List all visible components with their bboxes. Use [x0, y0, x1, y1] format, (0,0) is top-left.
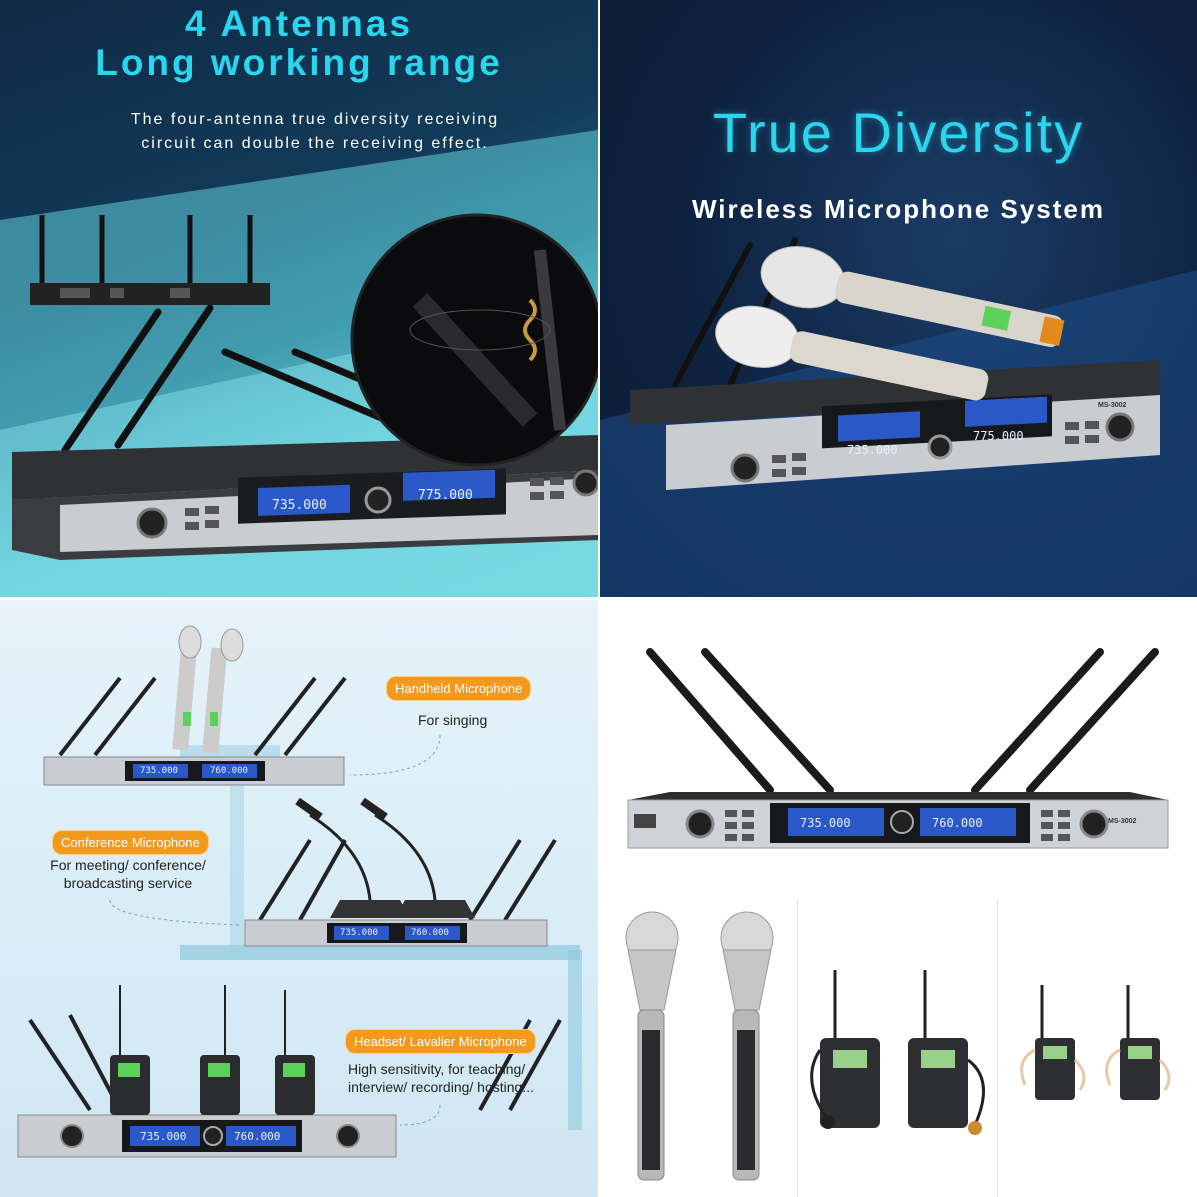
divider-horizontal [0, 597, 1197, 600]
panel1-title-line2: Long working range [95, 42, 503, 83]
panel2-model-label: MS-3002 [1098, 402, 1127, 409]
panel3-lcd-bottom-right: 760.000 [234, 1130, 281, 1143]
panel3-lcd-bottom-left: 735.000 [140, 1130, 187, 1143]
panel-handheld-mics [600, 900, 798, 1197]
conference-tag: Conference Microphone [52, 830, 209, 855]
panel4-lcd-left: 735.000 [800, 816, 851, 830]
panel1-desc-line2: circuit can double the receiving effect. [141, 135, 489, 152]
panel2-illustration [600, 237, 1197, 597]
panel-true-diversity: True Diversity Wireless Microphone Syste… [600, 0, 1197, 597]
panel2-lcd-left: 735.000 [847, 443, 898, 457]
panel4-illustration [627, 648, 1169, 849]
panel3-lcd-mid-left: 735.000 [340, 928, 378, 938]
panel-bodypack-headsets [800, 900, 998, 1197]
headset-desc-line1: High sensitivity, for teaching/ [348, 1061, 526, 1077]
panel5-illustration [625, 911, 774, 1181]
panel-bodypack-lavalier [1000, 900, 1197, 1197]
panel1-desc-line1: The four-antenna true diversity receivin… [130, 111, 500, 128]
conference-desc-line1: For meeting/ conference/ [50, 857, 206, 873]
panel4-lcd-right: 760.000 [932, 816, 983, 830]
panel-receiver-front: 735.000 760.000 MS-3002 [600, 600, 1197, 897]
panel7-illustration [1020, 985, 1171, 1100]
panel1-lcd-left: 735.000 [272, 498, 327, 513]
panel1-title-line1: 4 Antennas [184, 3, 414, 44]
panel-microphone-types: Handheld Microphone For singing Conferen… [0, 600, 598, 1197]
headset-desc-line2: interview/ recording/ hosting... [348, 1079, 534, 1095]
panel1-illustration [0, 130, 598, 597]
panel3-lcd-top-left: 735.000 [140, 766, 178, 776]
panel1-lcd-right: 775.000 [418, 488, 473, 503]
panel-four-antennas: 4 Antennas Long working range The four-a… [0, 0, 598, 597]
panel3-lcd-top-right: 760.000 [210, 766, 248, 776]
panel3-lcd-mid-right: 760.000 [411, 928, 449, 938]
panel6-illustration [810, 970, 985, 1135]
handheld-desc: For singing [418, 712, 488, 728]
panel2-title: True Diversity [712, 101, 1085, 164]
conference-desc-line2: broadcasting service [63, 875, 193, 891]
headset-tag: Headset/ Lavalier Microphone [345, 1029, 536, 1054]
handheld-tag: Handheld Microphone [386, 676, 532, 701]
panel3-illustration [17, 625, 582, 1158]
panel4-model-label: MS-3002 [1108, 818, 1137, 825]
panel2-subtitle: Wireless Microphone System [692, 194, 1105, 224]
panel2-lcd-right: 775.000 [973, 429, 1024, 443]
